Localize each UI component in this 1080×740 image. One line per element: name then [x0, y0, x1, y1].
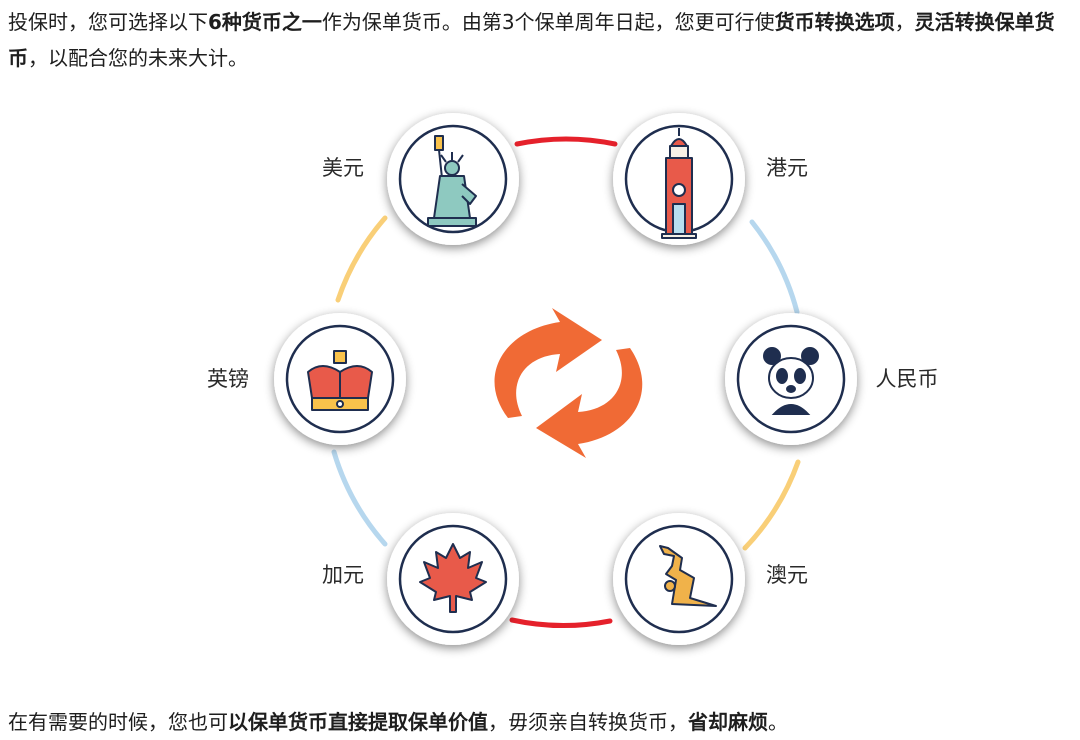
arc-gbp-usd: [335, 215, 388, 303]
arc-aud-cad: [509, 617, 613, 628]
currency-node-hkd: 港元: [613, 113, 808, 245]
intro-bold-conversion-option: 货币转换选项: [774, 10, 895, 34]
arc-cad-gbp: [331, 449, 388, 547]
outro-text-3: 。: [768, 710, 788, 734]
currency-node-cny: 人民币: [725, 313, 939, 445]
crown-icon: [307, 350, 373, 411]
arc-hkd-cny: [749, 219, 800, 315]
currency-label-usd: 美元: [322, 156, 364, 180]
outro-bold-save-hassle: 省却麻烦: [688, 710, 768, 734]
intro-paragraph: 投保时，您可选择以下6种货币之一作为保单货币。由第3个保单周年日起，您更可行使货…: [8, 4, 1072, 76]
currency-label-hkd: 港元: [766, 156, 808, 180]
currency-node-usd: 美元: [322, 113, 519, 245]
intro-text-3: ，: [894, 10, 915, 34]
currency-label-aud: 澳元: [766, 563, 808, 587]
panda-icon: [763, 347, 819, 415]
maple-leaf-icon: [419, 543, 487, 613]
exchange-arrows-icon: [494, 308, 643, 458]
currency-label-gbp: 英镑: [207, 367, 249, 391]
intro-bold-six-currencies: 6种货币之一: [208, 10, 322, 34]
arc-usd-hkd: [514, 136, 618, 147]
clock-tower-icon: [661, 128, 697, 239]
kangaroo-icon: [659, 545, 717, 607]
currency-label-cny: 人民币: [876, 367, 939, 391]
currency-node-aud: 澳元: [613, 513, 808, 645]
arc-cny-aud: [742, 459, 801, 551]
statue-of-liberty-icon: [427, 135, 477, 227]
outro-paragraph: 在有需要的时候，您也可以保单货币直接提取保单价值，毋须亲自转换货币，省却麻烦。: [8, 704, 1072, 740]
currency-node-cad: 加元: [322, 513, 519, 645]
currency-label-cad: 加元: [322, 563, 364, 587]
outro-text-1: 在有需要的时候，您也可: [8, 710, 228, 734]
intro-text-2: 作为保单货币。由第3个保单周年日起，您更可行使: [321, 10, 775, 34]
intro-text-1: 投保时，您可选择以下: [8, 10, 208, 34]
outro-text-2: ，毋须亲自转换货币，: [488, 710, 688, 734]
intro-bold-flexible-conversion: 灵活转换保单货币: [8, 10, 1055, 70]
currency-node-gbp: 英镑: [207, 313, 406, 445]
intro-text-4: ，以配合您的未来大计。: [28, 46, 248, 70]
outro-bold-direct-withdrawal: 以保单货币直接提取保单价值: [228, 710, 488, 734]
